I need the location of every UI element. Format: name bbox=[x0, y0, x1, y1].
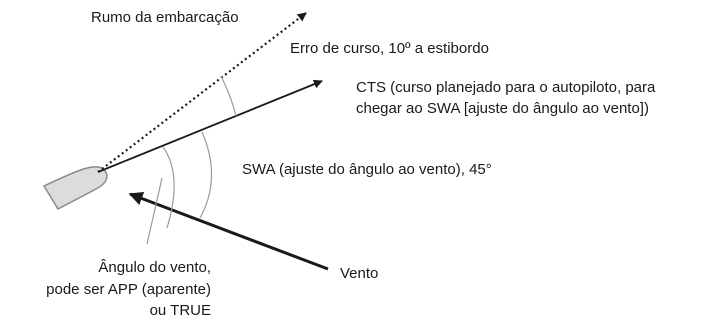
wind-angle-arc bbox=[162, 146, 175, 229]
cts-label-line1: CTS (curso planejado para o autopiloto, … bbox=[356, 79, 656, 96]
wind-angle-label-line1: Ângulo do vento, bbox=[98, 259, 211, 276]
swa-label: SWA (ajuste do ângulo ao vento), 45° bbox=[242, 161, 492, 178]
swa-arc bbox=[199, 131, 213, 219]
wind-label: Vento bbox=[340, 265, 378, 282]
wind-angle-label-line2: pode ser APP (aparente) bbox=[46, 281, 211, 298]
wind-angle-leader bbox=[146, 177, 163, 245]
boat-hull bbox=[42, 166, 108, 210]
cts-arrow bbox=[97, 79, 323, 173]
heading-arrow bbox=[97, 12, 307, 173]
cts-label-line2: chegar ao SWA [ajuste do ângulo ao vento… bbox=[356, 100, 649, 117]
wind-arrow bbox=[128, 191, 329, 271]
course-error-label: Erro de curso, 10º a estibordo bbox=[290, 40, 489, 57]
heading-label: Rumo da embarcação bbox=[91, 9, 239, 26]
wind-angle-label-line3: ou TRUE bbox=[150, 302, 211, 319]
course-error-arc bbox=[220, 75, 237, 117]
